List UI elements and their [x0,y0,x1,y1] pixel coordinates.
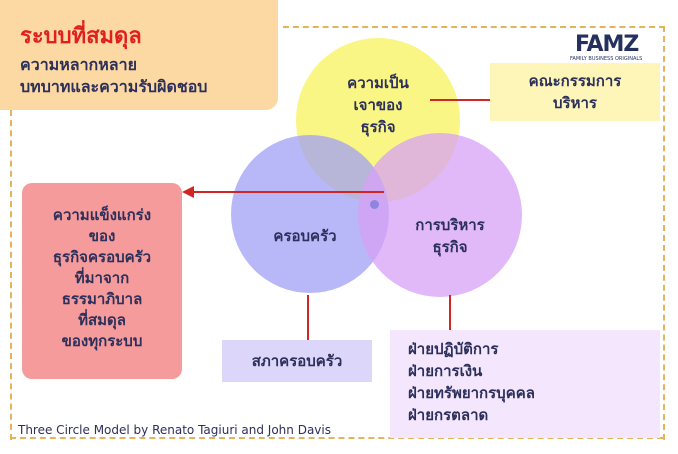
connector-line [449,295,451,330]
ownership-label: ความเป็น เจาของ ธุรกิจ [318,72,438,138]
management-circle [358,133,522,297]
arrow-line [192,191,384,193]
result-line: ธุรกิจครอบครัว [52,248,152,266]
result-line: ความแข็งแกร่ง [52,206,152,224]
result-box: ความแข็งแกร่ง ของ ธุรกิจครอบครัว ที่มาจา… [22,183,182,379]
title: ระบบที่สมดุล [20,24,142,49]
result-line: ของทุกระบบ [61,332,143,350]
result-line: ที่สมดุล [78,311,126,329]
board-line: บริหาร [553,94,597,112]
dashed-frame [283,26,665,440]
dashed-frame [10,437,663,440]
subtitle-line: ความหลากหลาย [20,55,137,74]
board-line: คณะกรรมการ [528,72,622,90]
logo-tagline: FAMILY BUSINESS ORIGINALS [570,56,643,62]
subtitle: ความหลากหลายบทบาทและความรับผิดชอบ [20,54,207,98]
label-line: ธุรกิจ [432,238,468,256]
label-line: เจาของ [353,96,403,114]
center-dot [370,200,379,209]
management-label: การบริหาร ธุรกิจ [395,214,505,258]
family-council-box: สภาครอบครัว [222,340,372,382]
result-line: ที่มาจาก [74,269,130,287]
family-label: ครอบครัว [273,227,337,245]
result-line: ของ [88,227,116,245]
department-item: ฝ่ายทรัพยากรบุคคล [408,384,535,402]
label-line: ธุรกิจ [360,118,396,136]
caption: Three Circle Model by Renato Tagiuri and… [18,423,331,437]
result-line: ธรรมาภิบาล [61,290,143,308]
dashed-frame [10,110,13,440]
title-box [0,0,278,110]
connector-line [307,295,309,340]
department-item: ฝ่ายปฏิบัติการ [408,340,499,358]
label-line: ความเป็น [347,74,409,92]
department-item: ฝ่ายการเงิน [408,362,483,380]
label-line: การบริหาร [415,216,485,234]
arrow-head-icon [182,186,194,198]
department-item: ฝ่ายกรตลาด [408,406,489,424]
logo: FAMZ [575,32,639,57]
subtitle-line: บทบาทและความรับผิดชอบ [20,77,208,96]
board-box: คณะกรรมการ บริหาร [490,63,660,121]
connector-line [430,99,490,101]
departments-box: ฝ่ายปฏิบัติการ ฝ่ายการเงิน ฝ่ายทรัพยากรบ… [390,330,660,438]
